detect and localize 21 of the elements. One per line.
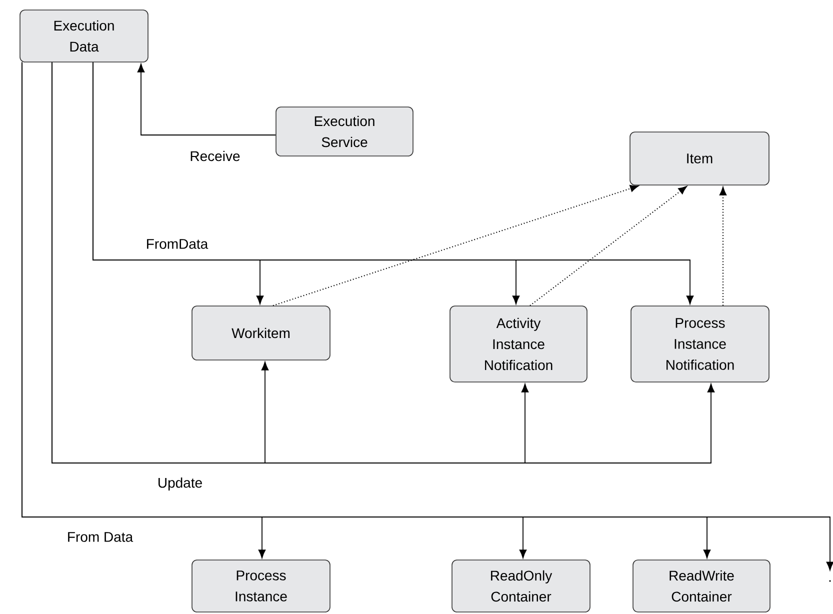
edge-label: From Data [66,531,134,543]
dotted-arrow [530,186,687,306]
bare-text: . [829,580,831,582]
process-box: ReadWrite Container [632,560,770,612]
arrow [22,62,833,570]
process-box: Activity Instance Notification [450,306,588,382]
process-box: Workitem [192,306,330,360]
process-box: Execution Data [20,10,148,62]
dotted-arrow [272,184,639,306]
arrow [92,62,694,304]
process-box: Item [630,132,770,186]
edge-label: FromData [144,238,210,250]
dotted-arrow [719,186,727,306]
process-box: Execution Service [276,106,414,156]
process-box: ReadOnly Container [452,560,590,612]
arrow [137,64,276,136]
arrow [52,62,715,464]
edge-label: Receive [188,150,242,162]
process-box: Process Instance Notification [630,306,770,382]
edge-label: Update [156,476,204,492]
process-box: Process Instance [192,560,330,612]
